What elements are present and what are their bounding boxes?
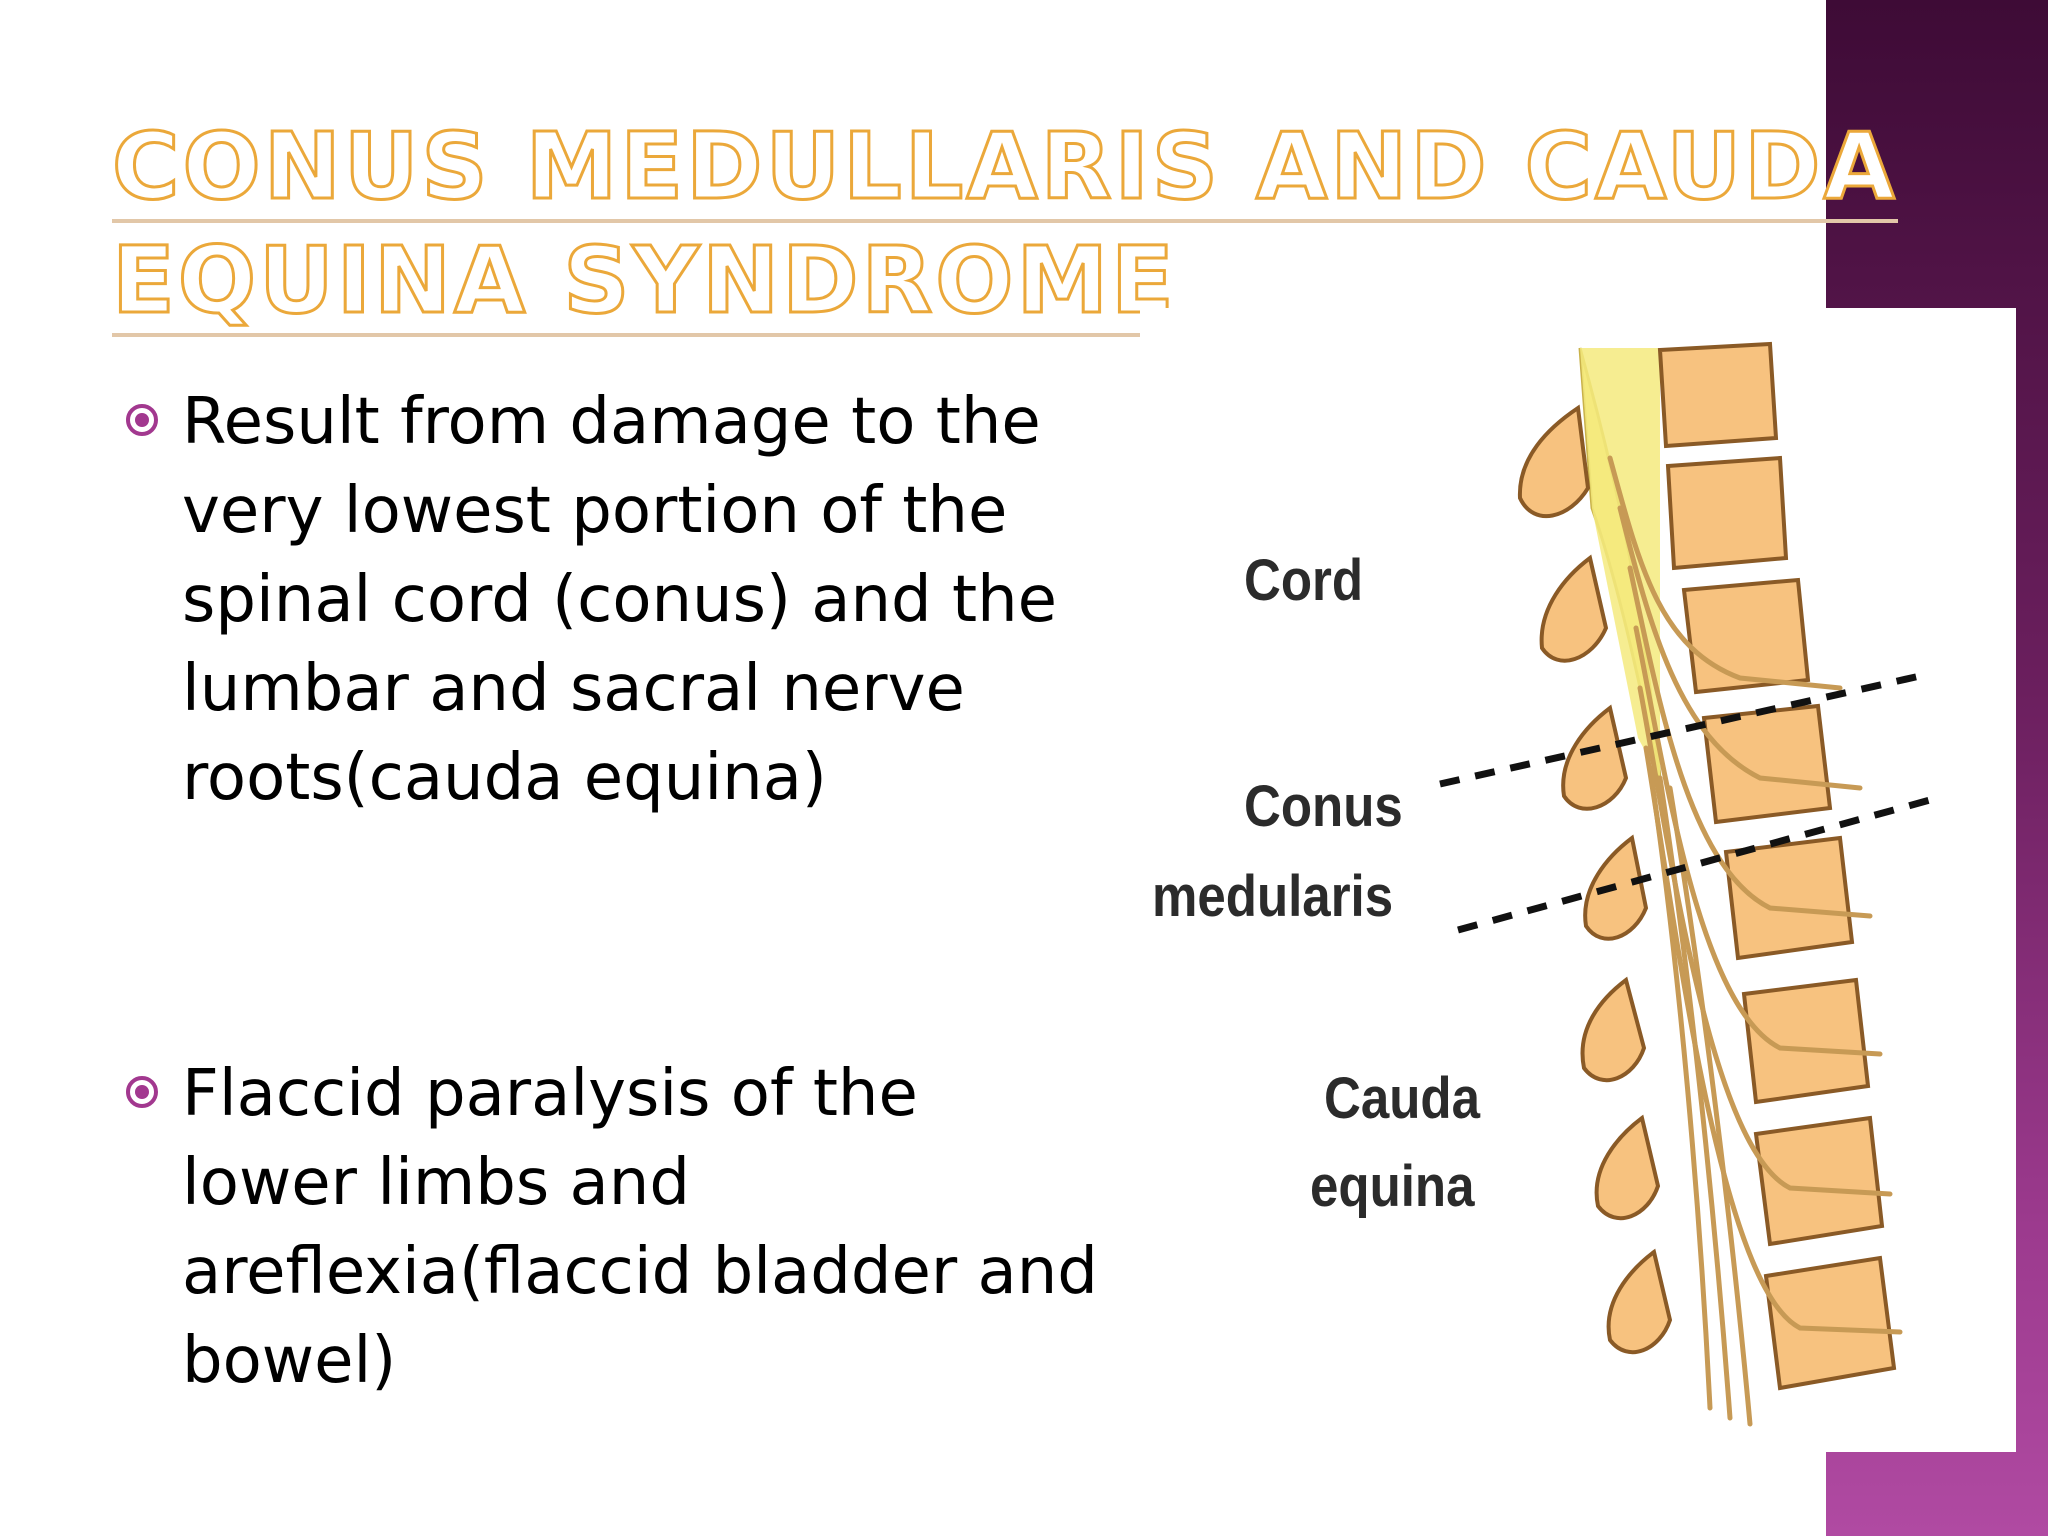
vertebral-body-5 xyxy=(1723,835,1855,961)
title-line-2: Equina Syndrome xyxy=(111,227,1177,337)
nerve-root-2 xyxy=(1617,505,1863,791)
label-conus: Conus xyxy=(1244,774,1403,839)
bullet-1-line-2: very lowest portion of the xyxy=(182,474,1008,548)
bullet-item-1: Result from damage to the very lowest po… xyxy=(124,378,1164,823)
bullet-text-1: Result from damage to the very lowest po… xyxy=(182,378,1057,823)
bullet-circle-icon xyxy=(126,404,158,436)
vertebral-body-4 xyxy=(1701,703,1833,825)
nerve-bundle-3 xyxy=(1667,785,1753,1427)
nerve-bundle-1 xyxy=(1647,765,1713,1411)
spinous-process-2 xyxy=(1539,554,1609,663)
bullet-circle-icon xyxy=(126,1076,158,1108)
bullet-1-line-5: roots(cauda equina) xyxy=(182,741,827,815)
label-cord: Cord xyxy=(1244,548,1364,613)
bullet-text-2: Flaccid paralysis of the lower limbs and… xyxy=(182,1050,1098,1406)
vertebral-body-6 xyxy=(1741,977,1871,1105)
vertebral-body-8 xyxy=(1763,1255,1897,1391)
spinous-process-7 xyxy=(1606,1248,1673,1354)
bullet-1-line-4: lumbar and sacral nerve xyxy=(182,652,965,726)
label-cauda: Cauda xyxy=(1324,1066,1480,1131)
vertebral-body-2 xyxy=(1665,455,1789,571)
bullet-1-line-3: spinal cord (conus) and the xyxy=(182,563,1058,637)
bullet-2-line-2: lower limbs and xyxy=(182,1146,690,1220)
label-medularis: medularis xyxy=(1152,864,1394,929)
vertebral-body-1 xyxy=(1657,341,1779,449)
spine-illustration: Cord Conus medularis Cauda equina xyxy=(1140,308,2016,1452)
bullet-item-2: Flaccid paralysis of the lower limbs and… xyxy=(124,1050,1164,1406)
title-line-1: Conus Medullaris and Cauda xyxy=(111,113,1898,223)
spine-drawing xyxy=(1439,341,1931,1427)
nerve-root-1 xyxy=(1607,455,1843,691)
label-equina: equina xyxy=(1310,1154,1475,1219)
spinous-process-3 xyxy=(1561,704,1629,811)
nerve-root-3 xyxy=(1627,565,1873,919)
spinous-process-1 xyxy=(1517,404,1591,518)
vertebral-body-3 xyxy=(1681,577,1811,695)
bullet-2-line-1: Flaccid paralysis of the xyxy=(182,1057,918,1131)
bullet-2-line-3: areflexia(flaccid bladder and xyxy=(182,1235,1098,1309)
spinous-process-6 xyxy=(1594,1114,1661,1220)
spinous-process-5 xyxy=(1580,976,1647,1082)
bullet-1-line-1: Result from damage to the xyxy=(182,385,1041,459)
nerve-root-4 xyxy=(1633,625,1883,1057)
bullet-2-line-4: bowel) xyxy=(182,1324,397,1398)
cord-level-line xyxy=(1439,672,1921,788)
conus-level-line xyxy=(1457,796,1931,934)
vertebral-body-7 xyxy=(1753,1115,1885,1247)
slide-title: Conus Medullaris and Cauda Equina Syndro… xyxy=(111,110,1898,338)
